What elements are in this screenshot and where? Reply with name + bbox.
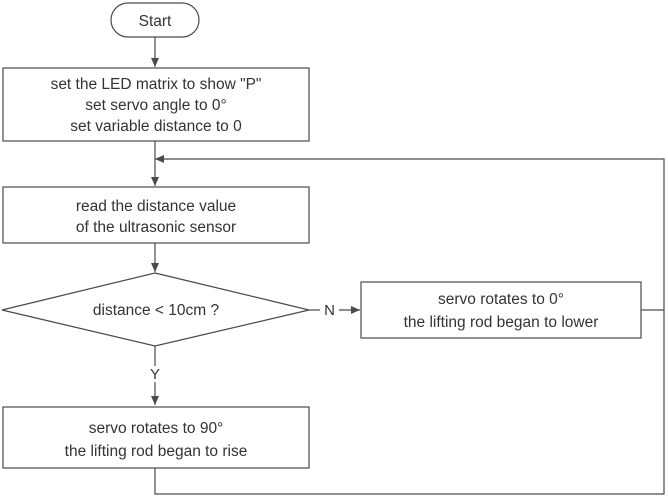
decision-label: distance < 10cm ?: [93, 302, 220, 319]
rise-process-box: [2, 406, 310, 469]
lower-process-box: [360, 281, 642, 339]
lower-line-1: servo rotates to 0°: [438, 291, 564, 308]
decision-node: distance < 10cm ?: [1, 272, 310, 347]
rise-process-node: servo rotates to 90° the lifting rod beg…: [2, 406, 310, 469]
init-process-box: [2, 67, 310, 142]
lower-process-node: servo rotates to 0° the lifting rod bega…: [360, 281, 642, 339]
init-line-3: set variable distance to 0: [70, 118, 242, 135]
edge-rise-loop: [154, 155, 665, 495]
lower-line-2: the lifting rod began to lower: [404, 314, 599, 331]
rise-line-2: the lifting rod began to rise: [65, 443, 248, 460]
decision-diamond: [1, 272, 310, 347]
edge-no-label: N: [324, 302, 335, 319]
start-terminal-shape: [110, 2, 200, 38]
init-line-1: set the LED matrix to show "P": [51, 76, 262, 93]
read-line-2: of the ultrasonic sensor: [76, 219, 236, 236]
init-line-2: set servo angle to 0°: [85, 97, 226, 114]
edge-yes-label: Y: [150, 366, 160, 383]
start-node: Start: [110, 2, 200, 38]
init-process-node: set the LED matrix to show "P" set servo…: [2, 67, 310, 142]
read-line-1: read the distance value: [76, 198, 236, 215]
start-label: Start: [139, 13, 172, 30]
rise-line-1: servo rotates to 90°: [89, 420, 224, 437]
read-process-node: read the distance value of the ultrasoni…: [2, 186, 310, 244]
read-process-box: [2, 186, 310, 244]
